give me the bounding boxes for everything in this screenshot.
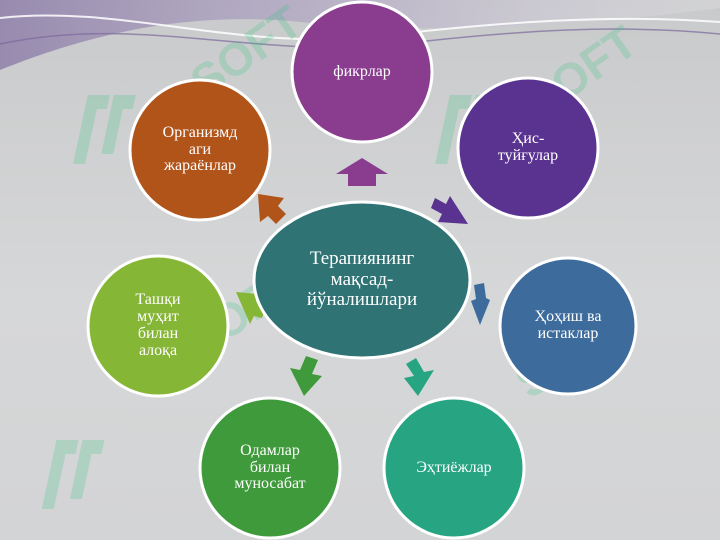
node-tashqi-muhit (86, 254, 230, 398)
arrow-diagonal-icon (431, 196, 468, 224)
arrow-up-left-icon (258, 194, 286, 224)
arrow-down-left-icon (290, 356, 322, 396)
node-circles (86, 0, 638, 540)
arrow-right-icon (471, 283, 490, 325)
node-fikrlar (290, 0, 434, 144)
node-hohish-istaklar (498, 256, 638, 396)
node-ehtiyojlar (382, 396, 526, 540)
node-his-tuygular (456, 76, 600, 220)
arrow-up-icon (336, 158, 388, 186)
arrow-left-icon (236, 292, 266, 324)
center-node (252, 200, 472, 360)
connector-arrows (236, 158, 490, 396)
node-odamlar-munosabat (198, 396, 342, 540)
arrow-down-right-icon (404, 358, 434, 396)
node-organizm-jarayonlar (128, 78, 272, 222)
